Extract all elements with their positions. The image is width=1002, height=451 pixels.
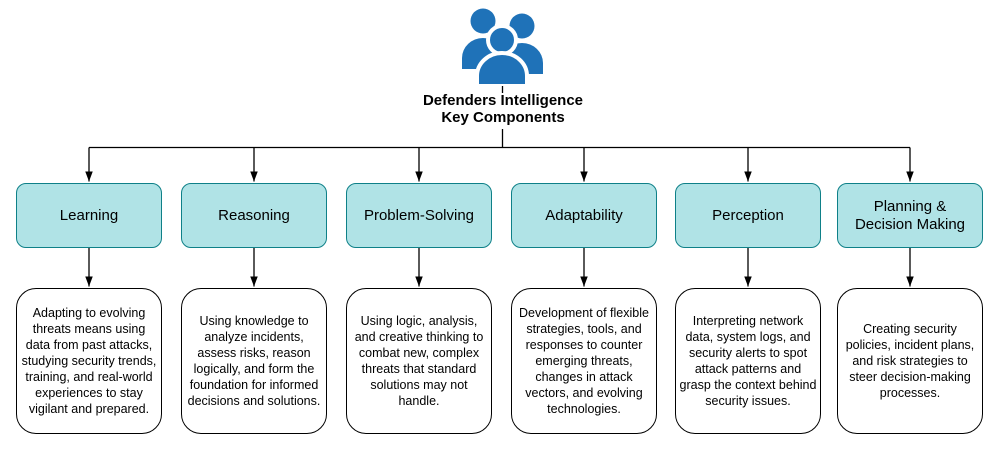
people-group-icon bbox=[455, 7, 549, 88]
description-problem-solving: Using logic, analysis, and creative thin… bbox=[346, 288, 492, 434]
description-text: Using logic, analysis, and creative thin… bbox=[354, 314, 484, 408]
diagram-title-line1: Defenders Intelligence bbox=[422, 92, 584, 109]
description-planning-decision-making: Creating security policies, incident pla… bbox=[837, 288, 983, 434]
node-reasoning: Reasoning bbox=[181, 183, 327, 248]
node-label: Reasoning bbox=[218, 206, 290, 224]
description-text: Using knowledge to analyze incidents, as… bbox=[187, 314, 321, 408]
description-adaptability: Development of flexible strategies, tool… bbox=[511, 288, 657, 434]
node-label: Planning & Decision Making bbox=[854, 197, 966, 233]
node-label: Adaptability bbox=[545, 206, 623, 224]
node-adaptability: Adaptability bbox=[511, 183, 657, 248]
diagram-title: Defenders Intelligence Key Components bbox=[363, 92, 643, 126]
node-problem-solving: Problem-Solving bbox=[346, 183, 492, 248]
node-perception: Perception bbox=[675, 183, 821, 248]
description-reasoning: Using knowledge to analyze incidents, as… bbox=[181, 288, 327, 434]
node-planning-decision-making: Planning & Decision Making bbox=[837, 183, 983, 248]
description-learning: Adapting to evolving threats means using… bbox=[16, 288, 162, 434]
description-text: Creating security policies, incident pla… bbox=[845, 322, 975, 400]
description-text: Development of flexible strategies, tool… bbox=[519, 306, 649, 416]
description-text: Interpreting network data, system logs, … bbox=[679, 314, 817, 408]
node-label: Perception bbox=[712, 206, 784, 224]
node-label: Problem-Solving bbox=[363, 206, 475, 224]
description-text: Adapting to evolving threats means using… bbox=[21, 306, 157, 416]
diagram-title-line2: Key Components bbox=[441, 109, 565, 126]
description-perception: Interpreting network data, system logs, … bbox=[675, 288, 821, 434]
node-learning: Learning bbox=[16, 183, 162, 248]
node-label: Learning bbox=[59, 206, 119, 224]
